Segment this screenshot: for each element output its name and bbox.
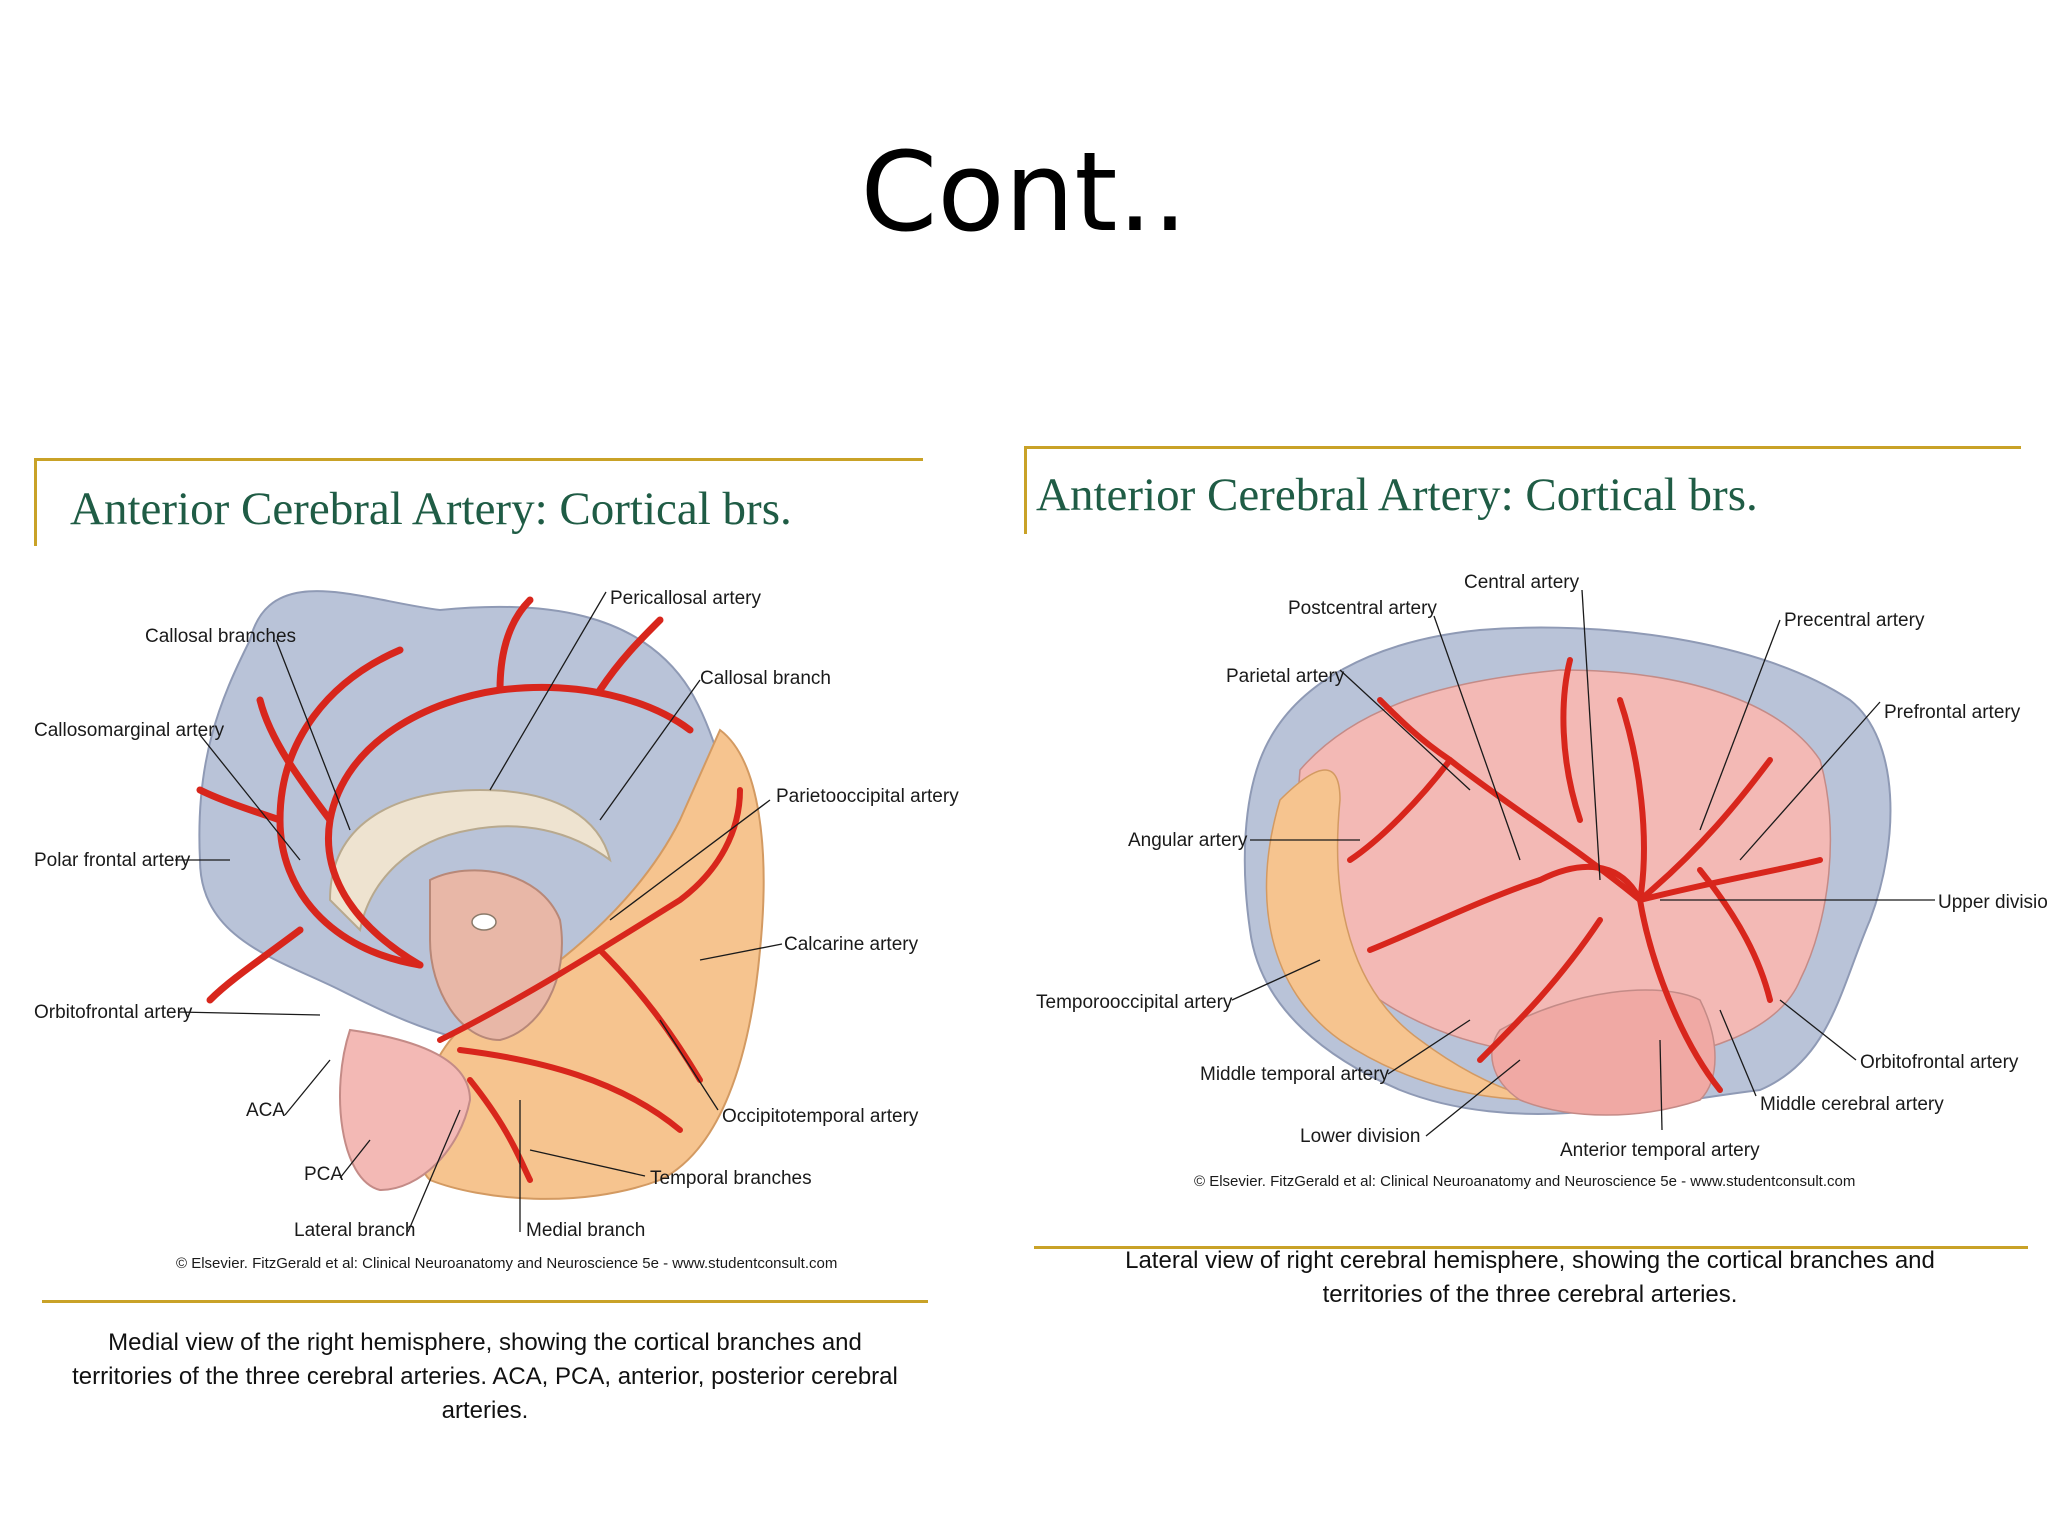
label-angular-artery: Angular artery [1128,830,1248,851]
label-polar-frontal-artery: Polar frontal artery [34,850,191,871]
label-orbitofrontal-artery: Orbitofrontal artery [34,1002,193,1023]
label-callosal-branches: Callosal branches [145,626,296,647]
temporal-lobe-lateral [1491,989,1716,1116]
left-copyright: © Elsevier. FitzGerald et al: Clinical N… [176,1255,837,1272]
aca-arteries [196,596,694,1004]
slide-title: Cont.. [860,128,1188,256]
label-anterior-temporal-artery: Anterior temporal artery [1560,1140,1760,1161]
right-figure-title: Anterior Cerebral Artery: Cortical brs. [1036,469,1758,521]
label-middle-temporal-artery: Middle temporal artery [1200,1064,1390,1085]
label-orbitofrontal-artery-right: Orbitofrontal artery [1860,1052,2019,1073]
mca-temporal-territory [339,1028,472,1192]
label-postcentral-artery: Postcentral artery [1288,598,1437,619]
right-caption: Lateral view of right cerebral hemispher… [1125,1247,1935,1308]
mca-arteries [1347,657,1823,1093]
right-leader-lines [1231,589,1935,1137]
label-parietooccipital-artery: Parietooccipital artery [776,786,959,807]
corpus-callosum [328,788,612,933]
label-precentral-artery: Precentral artery [1784,610,1925,631]
label-calcarine-artery: Calcarine artery [784,934,919,955]
label-central-artery: Central artery [1464,572,1580,593]
pca-arteries [437,787,743,1183]
right-caption-rule [1034,1246,2028,1249]
left-leader-lines [175,591,783,1233]
brainstem-ellipse [471,913,497,931]
label-pca: PCA [304,1164,343,1185]
label-callosal-branch: Callosal branch [700,668,831,689]
label-upper-division: Upper division [1938,892,2048,913]
pca-territory-lateral [1265,769,1541,1101]
label-middle-cerebral-artery: Middle cerebral artery [1760,1094,1944,1115]
label-lower-division: Lower division [1300,1126,1420,1147]
left-figure-title: Anterior Cerebral Artery: Cortical brs. [70,483,792,535]
lateral-brain-diagram: Central artery Postcentral artery Precen… [1036,572,2048,1190]
left-caption: Medial view of the right hemisphere, sho… [72,1329,898,1424]
label-medial-branch: Medial branch [526,1220,645,1241]
label-aca: ACA [246,1100,285,1121]
label-temporooccipital-artery: Temporooccipital artery [1036,992,1233,1013]
left-title-frame [34,458,923,546]
label-lateral-branch: Lateral branch [294,1220,415,1241]
thalamus [429,869,563,1042]
label-occipitotemporal-artery: Occipitotemporal artery [722,1106,919,1127]
label-prefrontal-artery: Prefrontal artery [1884,702,2021,723]
right-copyright: © Elsevier. FitzGerald et al: Clinical N… [1194,1173,1855,1190]
label-pericallosal-artery: Pericallosal artery [610,588,761,609]
right-title-frame [1024,446,2021,534]
label-temporal-branches: Temporal branches [650,1168,812,1189]
medial-brain-diagram: Pericallosal artery Callosal branches Ca… [34,588,959,1272]
label-parietal-artery: Parietal artery [1226,666,1345,687]
label-callosomarginal-artery: Callosomarginal artery [34,720,225,741]
left-caption-rule [42,1300,928,1303]
